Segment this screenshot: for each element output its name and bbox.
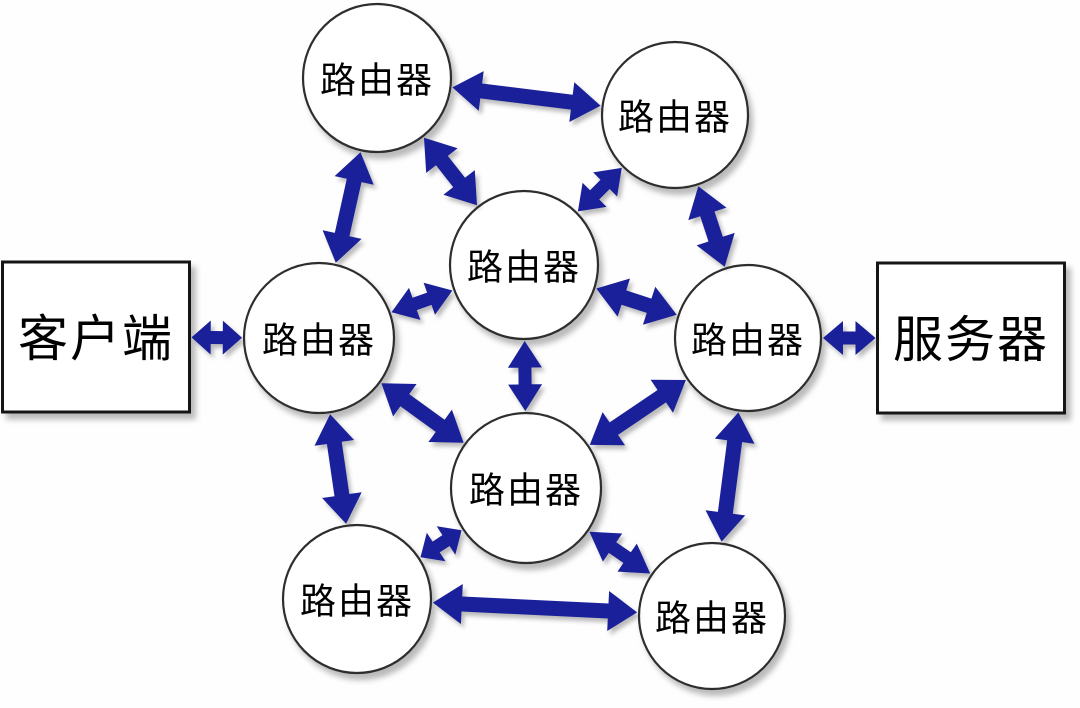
router-top-right-circle xyxy=(600,40,750,190)
router-bottom-right-circle xyxy=(637,541,787,691)
router-bottom-left-label: 路由器 xyxy=(300,581,414,622)
link-router-left--router-bottom-middle xyxy=(381,383,464,443)
link-router-middle--router-bottom-middle xyxy=(507,341,543,411)
node-router-top-right: 路由器 xyxy=(600,40,750,190)
client-box xyxy=(1,260,191,414)
link-router-right--server xyxy=(823,321,876,355)
node-server: 服务器 xyxy=(876,261,1066,415)
link-router-left--router-top-left xyxy=(322,152,374,263)
link-router-top-left--router-middle xyxy=(424,137,477,206)
router-top-right-label: 路由器 xyxy=(618,97,732,138)
node-router-bottom-right: 路由器 xyxy=(637,541,787,691)
router-top-left-circle xyxy=(301,2,453,154)
node-router-bottom-middle: 路由器 xyxy=(449,411,603,565)
node-router-right: 路由器 xyxy=(673,263,823,413)
link-router-top-right--router-middle xyxy=(577,167,622,212)
link-router-bottom-left--router-bottom-right xyxy=(432,584,638,631)
node-router-top-left: 路由器 xyxy=(301,2,453,154)
router-left-label: 路由器 xyxy=(262,320,376,361)
router-bottom-middle-label: 路由器 xyxy=(469,470,583,511)
node-client: 客户端 xyxy=(1,260,191,414)
router-bottom-right-label: 路由器 xyxy=(655,598,769,639)
router-left-circle xyxy=(242,261,396,415)
router-right-label: 路由器 xyxy=(691,320,805,361)
router-middle-circle xyxy=(448,189,600,341)
edges-layer xyxy=(191,71,876,631)
link-router-bottom-middle--router-bottom-right xyxy=(589,531,651,574)
link-router-middle--router-right xyxy=(596,278,677,325)
server-box xyxy=(876,261,1066,415)
nodes-layer: 客户端服务器路由器路由器路由器路由器路由器路由器路由器路由器 xyxy=(1,2,1066,691)
link-router-right--router-bottom-middle xyxy=(589,379,686,446)
node-router-middle: 路由器 xyxy=(448,189,600,341)
node-router-bottom-left: 路由器 xyxy=(281,523,433,675)
server-label: 服务器 xyxy=(893,312,1049,368)
link-router-right--router-bottom-right xyxy=(705,412,755,542)
link-router-left--router-bottom-left xyxy=(314,414,362,524)
link-router-left--router-middle xyxy=(391,282,453,320)
router-right-circle xyxy=(673,263,823,413)
link-client--router-left xyxy=(191,320,242,355)
node-router-left: 路由器 xyxy=(242,261,396,415)
link-router-top-left--router-top-right xyxy=(452,71,601,122)
client-label: 客户端 xyxy=(18,311,174,367)
link-router-bottom-middle--router-bottom-left xyxy=(420,526,462,562)
router-bottom-middle-circle xyxy=(449,411,603,565)
router-bottom-left-circle xyxy=(281,523,433,675)
link-router-top-right--router-right xyxy=(688,186,735,267)
router-top-left-label: 路由器 xyxy=(320,60,434,101)
router-middle-label: 路由器 xyxy=(467,247,581,288)
